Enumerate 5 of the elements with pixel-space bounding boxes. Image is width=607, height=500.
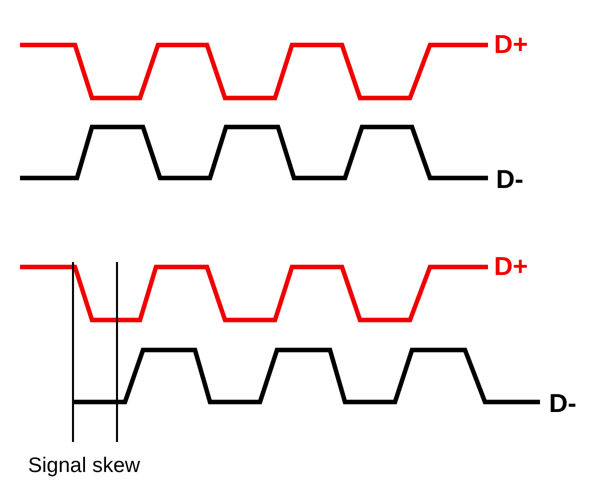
signal-label: D- — [496, 166, 524, 192]
signal-label: D+ — [494, 253, 528, 279]
annotation-text: Signal skew — [28, 455, 140, 476]
signal-label: D+ — [494, 31, 528, 57]
signal-label: D- — [549, 390, 576, 416]
